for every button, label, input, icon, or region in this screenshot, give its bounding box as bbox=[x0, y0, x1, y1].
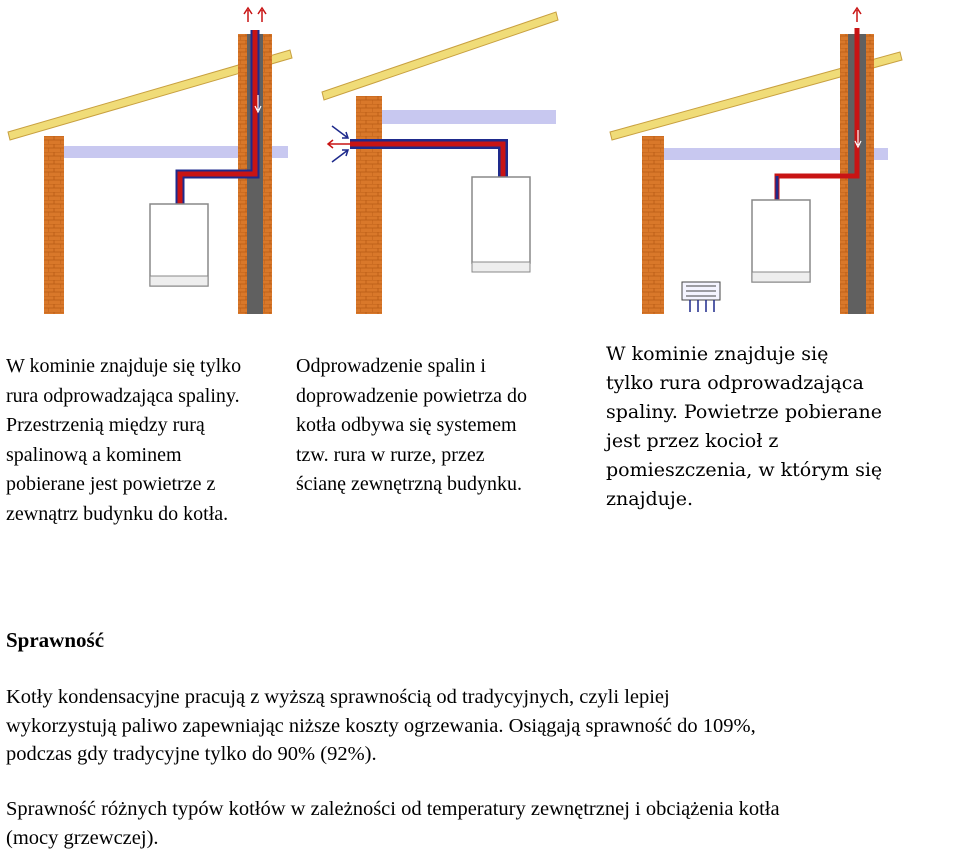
boiler bbox=[471, 176, 531, 273]
caption-diagram-2: Odprowadzenie spalin i doprowadzenie pow… bbox=[296, 355, 528, 495]
ceiling bbox=[378, 110, 556, 124]
wall-left bbox=[642, 136, 664, 314]
arrow-up-icon bbox=[852, 6, 862, 22]
diagram-wall-concentric bbox=[321, 11, 559, 314]
section-heading: Sprawność bbox=[6, 628, 105, 652]
arrow-air-icon bbox=[326, 125, 350, 163]
paragraph-efficiency-types: Sprawność różnych typów kotłów w zależno… bbox=[6, 798, 780, 849]
air-grille-icon bbox=[681, 281, 721, 312]
wall-left bbox=[44, 136, 64, 314]
boiler bbox=[149, 203, 209, 287]
roof bbox=[609, 51, 903, 141]
ceiling bbox=[60, 146, 288, 158]
paragraph-efficiency: Kotły kondensacyjne pracują z wyższą spr… bbox=[6, 686, 756, 765]
flue-pipe bbox=[175, 30, 260, 205]
diagram-chimney-concentric bbox=[7, 6, 293, 314]
roof bbox=[321, 11, 559, 101]
wall bbox=[356, 96, 382, 314]
arrow-down-icon bbox=[254, 95, 262, 114]
flue-pipe bbox=[350, 139, 508, 178]
arrow-down-icon bbox=[854, 130, 862, 149]
caption-diagram-1: W kominie znajduje się tylko rura odprow… bbox=[6, 355, 242, 525]
diagram-chimney-room-air bbox=[609, 6, 903, 314]
boiler bbox=[751, 199, 811, 283]
caption-diagram-3: W kominie znajduje się tylko rura odprow… bbox=[606, 343, 883, 510]
roof bbox=[7, 49, 293, 141]
arrow-up-icon bbox=[243, 6, 267, 22]
ceiling bbox=[662, 148, 888, 160]
flue-pipe bbox=[774, 28, 860, 200]
